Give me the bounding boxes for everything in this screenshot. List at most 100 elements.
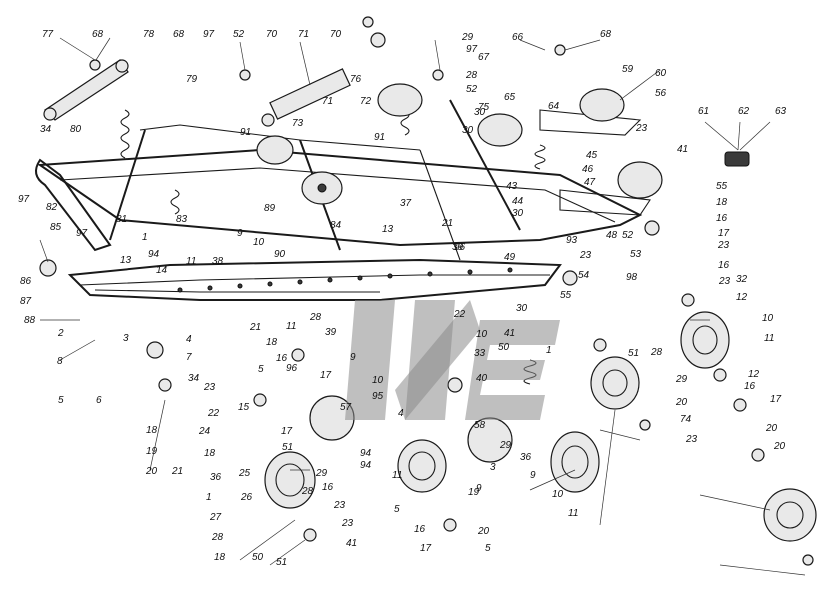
callout-number: 97 [18,194,30,205]
callout-number: 11 [568,508,578,519]
callout-number: 55 [560,290,572,301]
callout-number: 32 [736,274,748,285]
callout-number: 93 [566,235,578,246]
callout-number: 40 [476,373,488,384]
callout-number: 18 [146,425,158,436]
callout-number: 19 [146,446,158,457]
callout-number: 23 [203,382,216,393]
callout-number: 20 [145,466,158,477]
callout-number: 5 [258,364,264,375]
callout-number: 21 [441,218,453,229]
callout-number: 86 [20,276,32,287]
callout-number: 90 [274,249,286,260]
callout-number: 58 [474,420,486,431]
watermark-logo [345,300,560,420]
callout-number: 29 [499,440,512,451]
link-arm [43,59,129,121]
callout-number: 50 [498,342,510,353]
callout-number: 18 [204,448,216,459]
callout-number: 50 [252,552,264,563]
callout-number: 41 [346,538,357,549]
callout-number: 34 [40,124,52,135]
callout-number: 39 [452,242,464,253]
callout-number: 11 [764,333,774,344]
callout-number: 17 [320,370,332,381]
callout-number: 88 [24,315,36,326]
callout-number: 23 [718,276,731,287]
callout-number: 73 [292,118,304,129]
callout-number: 66 [512,32,524,43]
callout-number: 10 [476,329,488,340]
callout-number: 55 [716,181,728,192]
callout-number: 15 [238,402,250,413]
callout-number: 74 [680,414,692,425]
bogie-wheels [264,311,817,542]
callout-number: 41 [677,144,688,155]
callout-number: 17 [420,543,432,554]
callout-number: 33 [474,348,486,359]
callout-number: 68 [600,29,612,40]
callout-number: 43 [506,181,518,192]
callout-number: 21 [171,466,183,477]
callout-number: 23 [685,434,698,445]
callout-number: 41 [504,328,515,339]
callout-number: 28 [309,312,322,323]
callout-number: 19 [468,487,480,498]
small-parts [39,44,814,566]
callout-number: 13 [382,224,394,235]
callout-number: 81 [116,214,127,225]
callout-number: 51 [628,348,639,359]
callout-number: 68 [92,29,104,40]
callout-number: 13 [120,255,132,266]
frame-wheels [256,83,663,205]
callout-number: 94 [148,249,160,260]
callout-number: 72 [360,96,372,107]
rail-bolts [177,267,513,293]
callout-number: 27 [209,512,222,523]
callout-number: 87 [20,296,32,307]
callout-number: 3 [123,333,129,344]
callout-number: 22 [207,408,220,419]
callout-number: 12 [736,292,748,303]
callout-number: 28 [465,70,478,81]
callout-number: 82 [46,202,58,213]
callout-number: 16 [718,260,730,271]
callout-number: 78 [143,29,155,40]
callout-number: 12 [748,369,760,380]
callout-number: 23 [333,500,346,511]
callout-number: 29 [461,32,474,43]
callout-number: 75 [478,102,490,113]
callout-number: 97 [466,44,478,55]
callout-number: 96 [286,363,298,374]
callout-number: 20 [773,441,786,452]
callout-number: 51 [276,557,287,568]
callout-number: 9 [530,470,536,481]
callout-number: 11 [186,256,196,267]
callout-number: 21 [249,322,261,333]
callout-number: 11 [392,470,402,481]
callout-number: 38 [212,256,224,267]
callout-number: 8 [57,356,63,367]
leader-lines [39,37,806,576]
callout-number: 10 [372,375,384,386]
callout-number: 49 [504,252,516,263]
frame-rails [35,99,651,301]
callout-number: 52 [466,84,478,95]
callout-number: 77 [42,29,54,40]
callout-number: 56 [655,88,667,99]
callout-number: 23 [341,518,354,529]
callout-number: 30 [516,303,528,314]
callout-number: 63 [775,106,787,117]
callout-number: 16 [414,524,426,535]
callout-number: 2 [57,328,64,339]
callout-number: 30 [474,107,486,118]
callout-number: 1 [142,232,148,243]
callout-number: 71 [298,29,309,40]
callout-number: 60 [655,68,667,79]
callout-number: 94 [360,460,372,471]
callout-number: 6 [96,395,102,406]
callout-number: 98 [626,272,638,283]
callout-number: 97 [203,29,215,40]
callout-number: 36 [520,452,532,463]
